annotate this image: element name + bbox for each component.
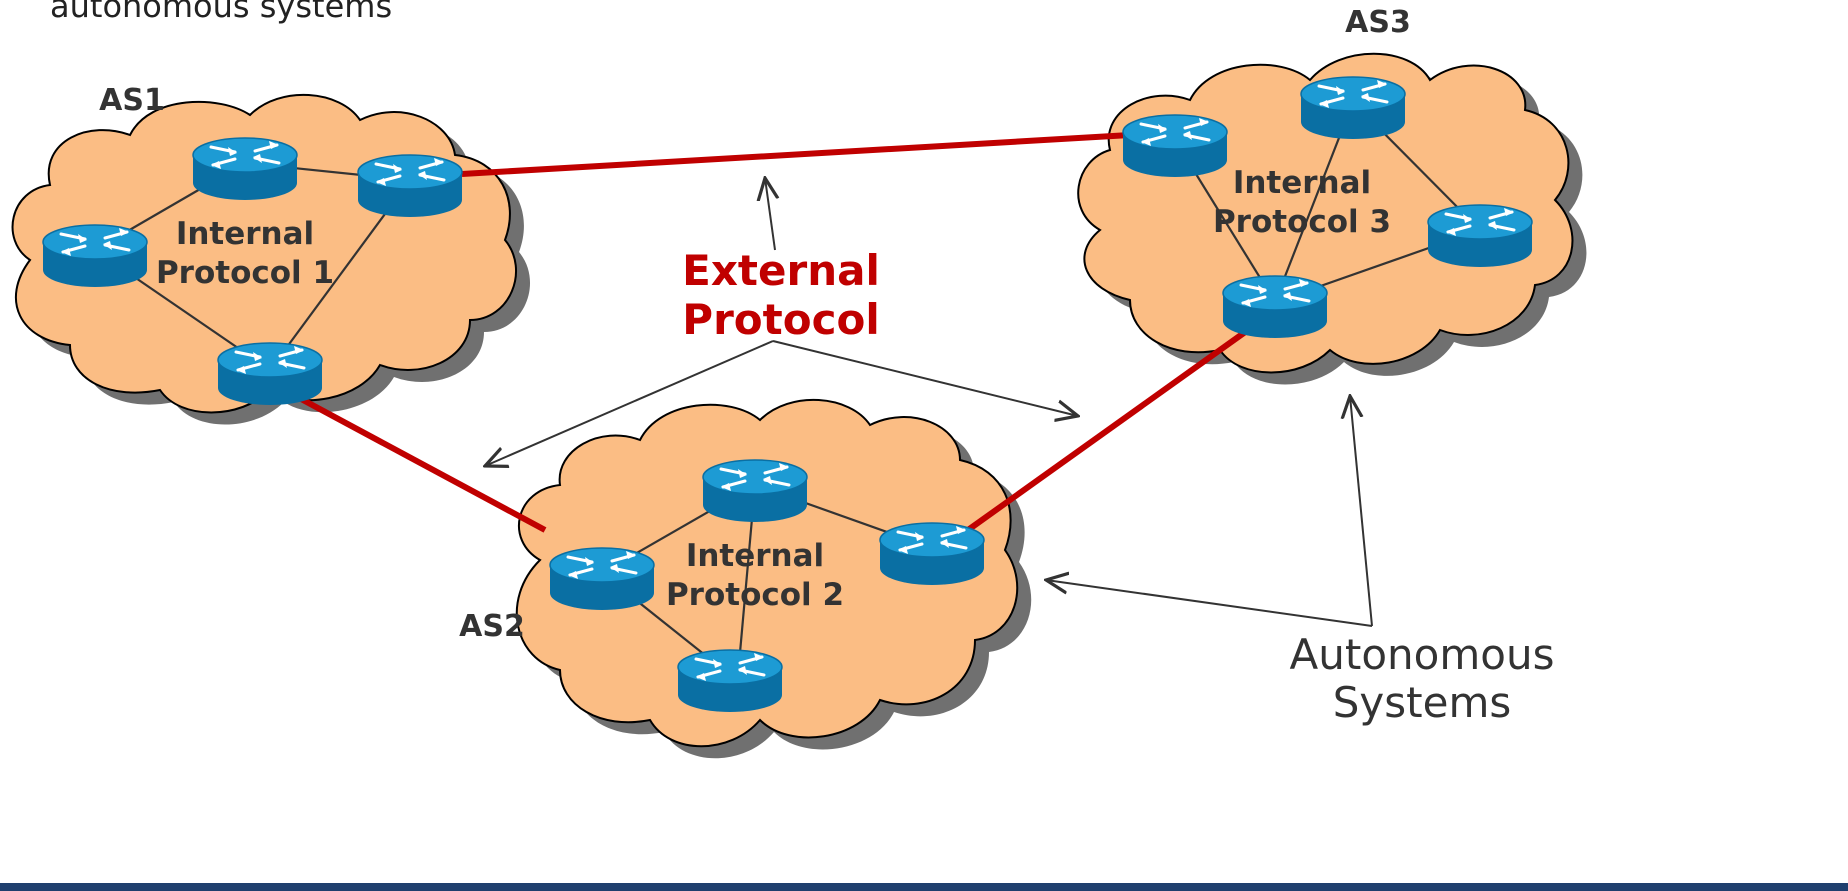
router-icon [1426, 203, 1534, 269]
external-links [288, 132, 1257, 533]
autonomous-systems-arrows [1046, 396, 1373, 627]
autonomous-systems-line2: Systems [1333, 678, 1512, 727]
router-icon [676, 648, 784, 714]
internal-protocol-2-line2: Protocol 2 [666, 577, 844, 613]
arrow-to-link-as1-as2 [485, 340, 774, 466]
internal-protocol-3-line2: Protocol 3 [1213, 204, 1391, 240]
arrow-to-as3 [1350, 396, 1373, 627]
external-protocol-arrows [485, 178, 1078, 466]
arrow-to-as2 [1046, 580, 1373, 627]
footer-bar [0, 883, 1848, 891]
router-icon [356, 153, 464, 219]
cloud-as2 [515, 399, 1032, 759]
router-icon [41, 223, 149, 289]
as2-label: AS2 [459, 609, 525, 644]
router-icon [1121, 113, 1229, 179]
external-protocol-line1: External [682, 246, 880, 295]
external-protocol-line2: Protocol [682, 295, 879, 344]
external-link-as2-as3 [966, 322, 1257, 533]
arrow-to-link-as2-as3 [772, 340, 1078, 416]
external-link-as1-as2 [288, 390, 547, 533]
router-icon [1299, 75, 1407, 141]
as1-label: AS1 [99, 83, 165, 118]
caption-fragment: autonomous systems [50, 0, 392, 25]
router-icon [216, 341, 324, 407]
external-link-as1-as3 [461, 132, 1131, 177]
arrow-to-link-as1-as3 [765, 178, 775, 251]
router-icon [1221, 274, 1329, 340]
as3-label: AS3 [1345, 5, 1411, 40]
router-icon [878, 521, 986, 587]
router-icon [548, 546, 656, 612]
internal-protocol-1-line1: Internal [176, 216, 314, 252]
autonomous-systems-line1: Autonomous [1290, 630, 1555, 679]
internal-protocol-2-line1: Internal [686, 538, 824, 574]
router-icon [701, 458, 809, 524]
internal-protocol-3-line1: Internal [1233, 165, 1371, 201]
router-icon [191, 136, 299, 202]
internal-protocol-1-line2: Protocol 1 [156, 255, 334, 291]
